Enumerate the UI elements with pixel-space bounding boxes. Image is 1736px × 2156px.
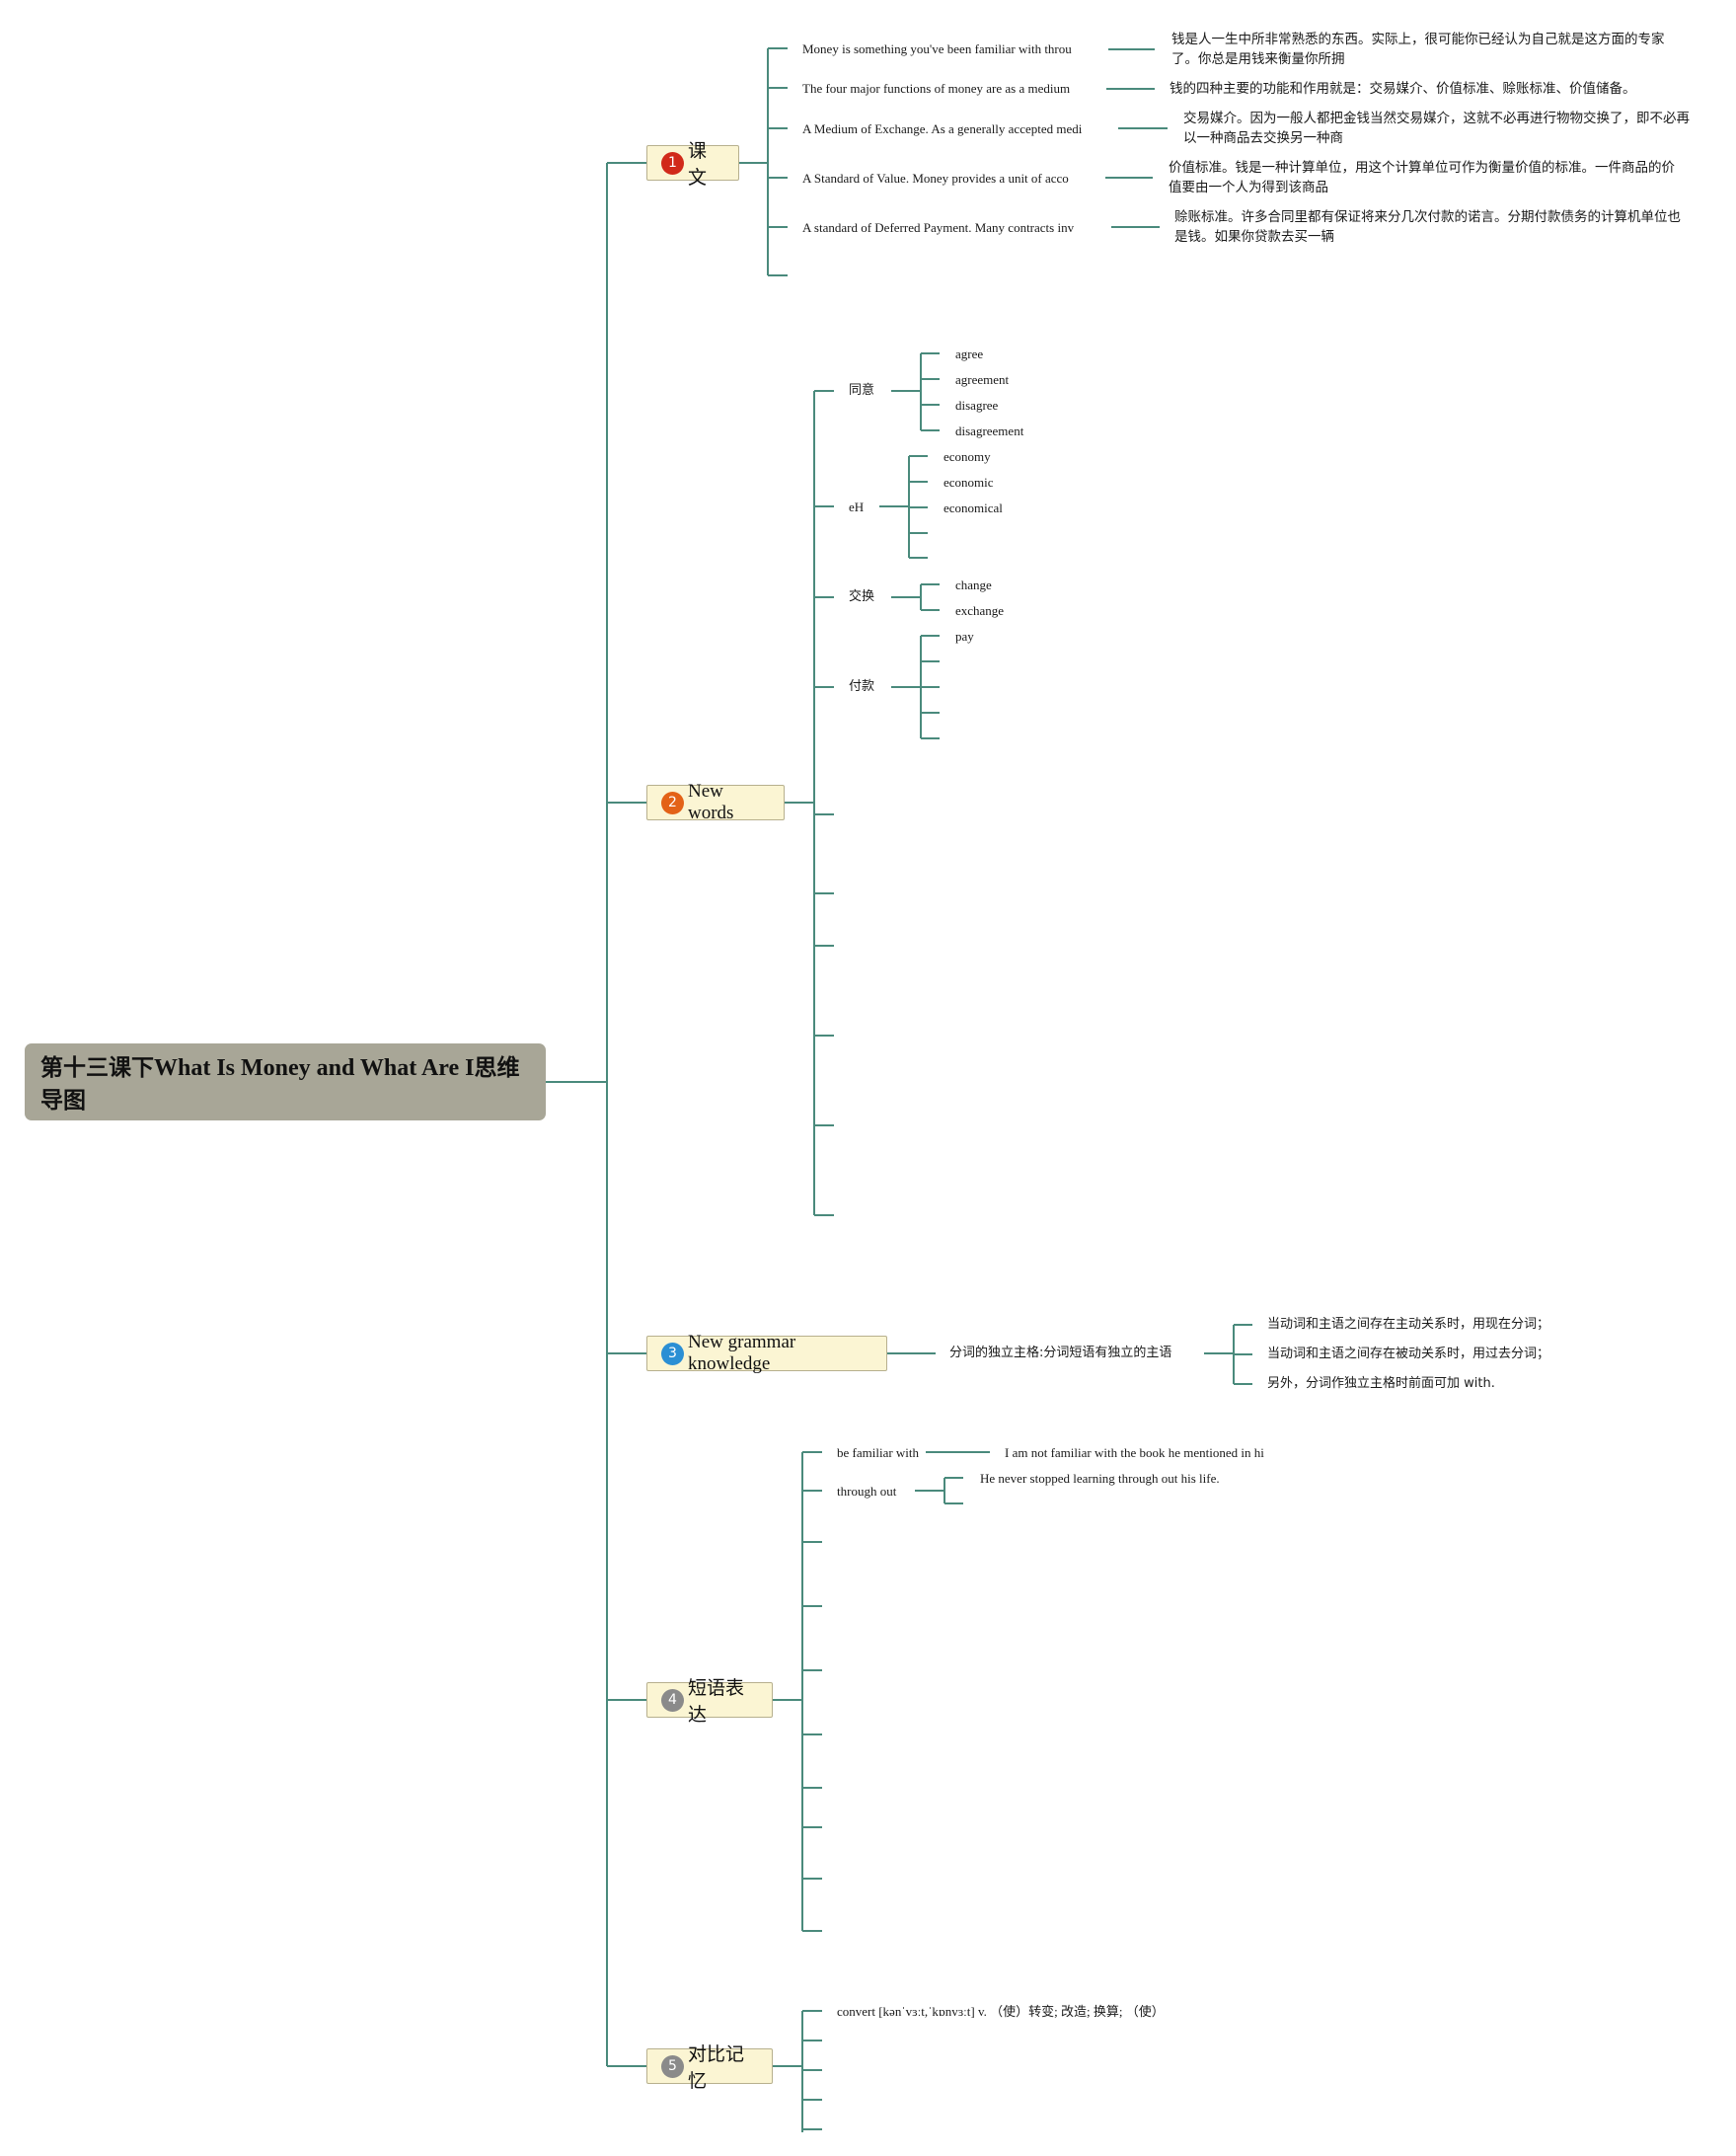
phrase-example[interactable]: I am not familiar with the book he menti… xyxy=(1005,1445,1264,1460)
compare-item[interactable]: convert [kənˈvɜːt,ˈkɒnvɜːt] v. （使）转变; 改造… xyxy=(837,2004,1165,2019)
topic-label: New words xyxy=(688,781,734,823)
word-group-label[interactable]: eH xyxy=(849,500,865,514)
word-item[interactable]: change xyxy=(955,578,992,592)
translation-note[interactable]: 赊账标准。许多合同里都有保证将来分几次付款的诺言。分期付款债务的计算机单位也是钱… xyxy=(1174,209,1681,245)
topic-number-badge: 3 xyxy=(661,1342,684,1365)
word-item[interactable]: economical xyxy=(943,500,1003,515)
word-group-label[interactable]: 付款 xyxy=(849,679,875,694)
translation-note[interactable]: 交易媒介。因为一般人都把金钱当然交易媒介，这就不必再进行物物交换了，即不必再以一… xyxy=(1183,111,1690,146)
word-item[interactable]: economic xyxy=(943,475,994,490)
sentence-node[interactable]: A standard of Deferred Payment. Many con… xyxy=(802,220,1075,235)
topic-label: 课文 xyxy=(688,140,708,189)
topic-phrases[interactable]: 4 短语表达 xyxy=(646,1677,773,1726)
topic-compare[interactable]: 5 对比记忆 xyxy=(646,2043,773,2092)
phrase-node[interactable]: through out xyxy=(837,1484,897,1499)
root-node[interactable]: 第十三课下What Is Money and What Are I思维导图 xyxy=(25,1043,546,1120)
topic-number-badge: 1 xyxy=(661,151,684,175)
sentence-node[interactable]: Money is something you've been familiar … xyxy=(802,41,1072,56)
word-group-label[interactable]: 同意 xyxy=(849,383,875,398)
topic-number-badge: 5 xyxy=(661,2054,684,2078)
topic-label: 短语表达 xyxy=(688,1677,745,1726)
translation-note[interactable]: 钱是人一生中所非常熟悉的东西。实际上，很可能你已经认为自己就是这方面的专家了。你… xyxy=(1171,32,1665,67)
topic-number-badge: 4 xyxy=(661,1688,684,1712)
word-item[interactable]: pay xyxy=(955,629,974,644)
topic-kewen[interactable]: 1 课文 xyxy=(646,140,739,189)
word-item[interactable]: economy xyxy=(943,449,991,464)
sentence-node[interactable]: A Medium of Exchange. As a generally acc… xyxy=(802,121,1083,136)
word-item[interactable]: disagree xyxy=(955,398,999,413)
translation-note[interactable]: 价值标准。钱是一种计算单位，用这个计算单位可作为衡量价值的标准。一件商品的价值要… xyxy=(1169,160,1675,195)
grammar-title-node[interactable]: 分词的独立主格:分词短语有独立的主语 xyxy=(949,1346,1172,1360)
topic-new-words[interactable]: 2 New words xyxy=(646,781,785,823)
sentence-node[interactable]: A Standard of Value. Money provides a un… xyxy=(802,171,1069,186)
word-group-label[interactable]: 交换 xyxy=(849,589,875,604)
grammar-rule[interactable]: 另外，分词作独立主格时前面可加 with. xyxy=(1267,1376,1495,1391)
topic-label: 对比记忆 xyxy=(688,2043,745,2092)
word-item[interactable]: exchange xyxy=(955,603,1005,618)
topic-number-badge: 2 xyxy=(661,791,684,814)
grammar-rule[interactable]: 当动词和主语之间存在被动关系时，用过去分词； xyxy=(1267,1347,1550,1361)
word-item[interactable]: agree xyxy=(955,346,984,361)
word-item[interactable]: agreement xyxy=(955,372,1010,387)
topic-label: New grammar knowledge xyxy=(688,1332,796,1374)
translation-note[interactable]: 钱的四种主要的功能和作用就是：交易媒介、价值标准、赊账标准、价值储备。 xyxy=(1170,81,1636,97)
sentence-node[interactable]: The four major functions of money are as… xyxy=(802,81,1071,96)
root-title-en: What Is Money and What Are I xyxy=(154,1055,475,1081)
root-title-cjk-a: 第十三课下 xyxy=(40,1055,154,1081)
word-item[interactable]: disagreement xyxy=(955,424,1024,438)
phrase-node[interactable]: be familiar with xyxy=(837,1445,920,1460)
phrase-example[interactable]: He never stopped learning through out hi… xyxy=(980,1471,1220,1486)
topic-new-grammar[interactable]: 3 New grammar knowledge xyxy=(646,1332,887,1374)
root-title-cjk-b: 思维导图 xyxy=(40,1055,520,1114)
grammar-rule[interactable]: 当动词和主语之间存在主动关系时，用现在分词； xyxy=(1267,1317,1550,1332)
